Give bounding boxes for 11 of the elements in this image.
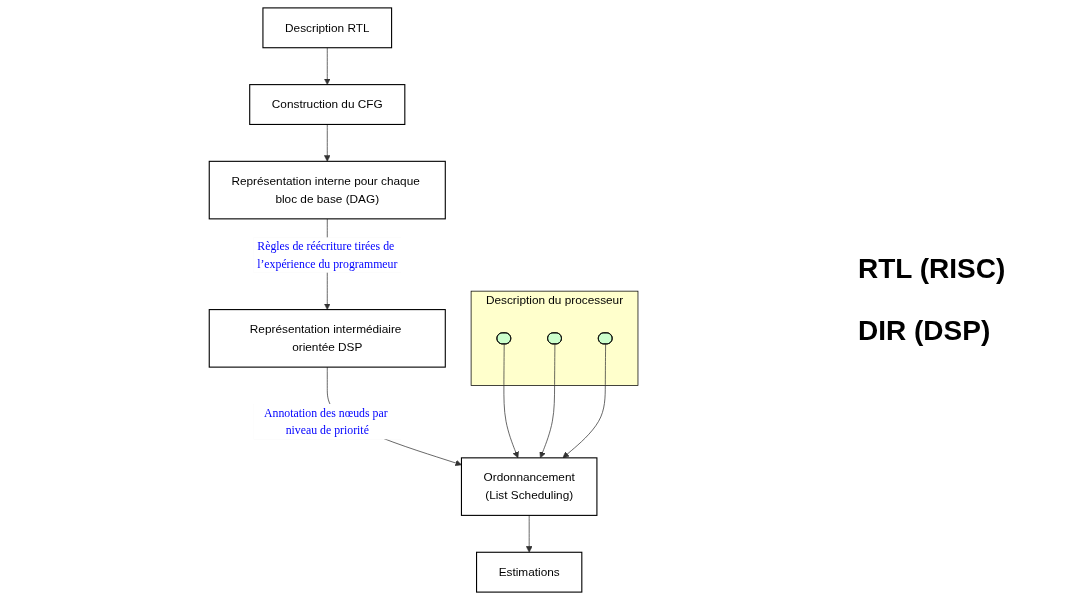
node-box: Construction du CFG xyxy=(249,84,406,125)
annotation-text: DIR (DSP) xyxy=(858,315,992,347)
node-box: Représentation intermédiaire orientée DSP xyxy=(209,309,447,368)
edge-label: Règles de réécriture tirées de l’expérience du programmeur xyxy=(257,239,398,270)
node-box: Estimations xyxy=(476,551,583,593)
node-box: Description RTL xyxy=(262,7,393,49)
edge-label: Annotation des nœuds par niveau de priorité xyxy=(264,406,388,437)
annotation-text: RTL (RISC) xyxy=(858,253,1007,285)
node-box: Représentation interne pour chaque bloc de base (DAG) xyxy=(209,160,447,220)
node-box: Ordonnancement (List Scheduling) xyxy=(461,457,598,516)
cluster: Description du processeur xyxy=(471,290,639,386)
